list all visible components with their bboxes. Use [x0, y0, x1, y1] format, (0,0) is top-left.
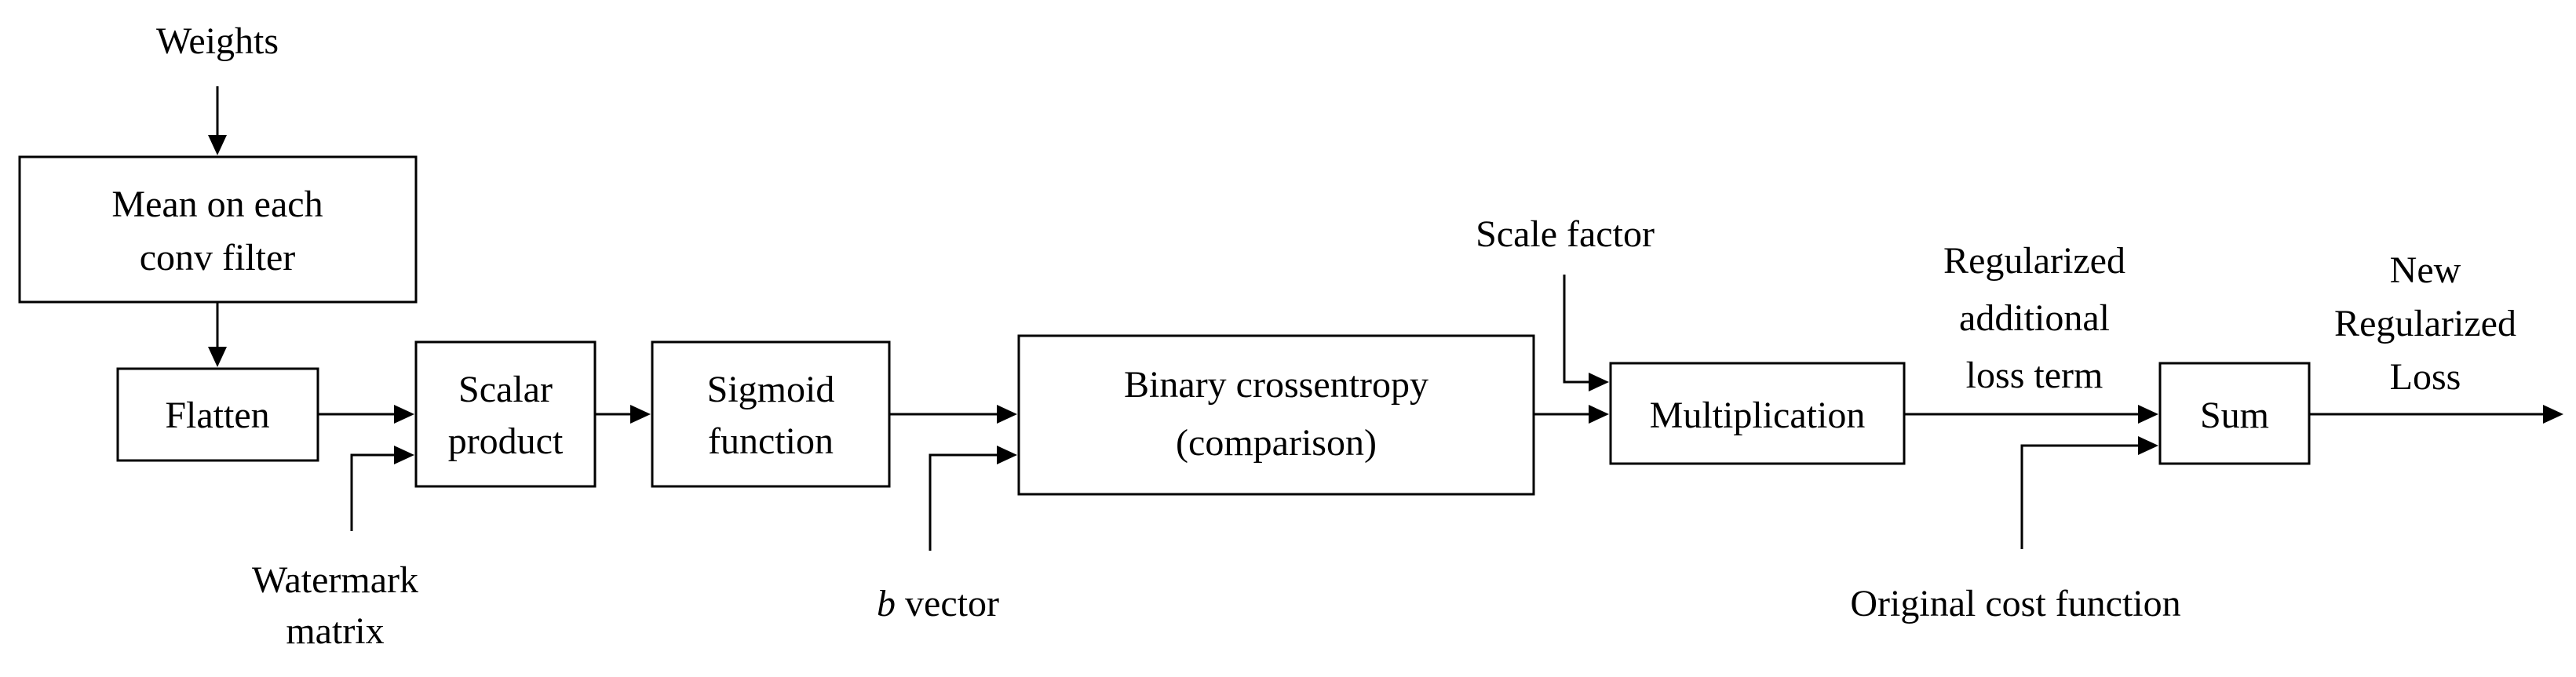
b-vector-label: b vector: [877, 583, 999, 624]
bce-label-line1: Binary crossentropy: [1124, 364, 1428, 406]
arrowhead-sum-to-output: [2543, 405, 2563, 424]
arrow-watermark-to-scalar: [350, 453, 394, 531]
flatten-label: Flatten: [165, 395, 269, 436]
mean-label-line2: conv filter: [140, 237, 296, 278]
new-loss-label-line2: Regularized: [2334, 303, 2516, 344]
arrowhead-mean-to-flatten: [208, 347, 227, 367]
sum-label: Sum: [2200, 395, 2269, 436]
reg-term-label-line3: loss term: [1966, 355, 2103, 396]
bce-label-line2: (comparison): [1176, 422, 1377, 464]
sigmoid-label-line2: function: [708, 420, 834, 462]
arrow-bvector-to-bce: [929, 453, 997, 551]
arrowhead-scalefactor-to-multiplication: [1589, 373, 1609, 391]
arrowhead-multiplication-to-sum: [2138, 405, 2158, 424]
arrowhead-originalcost-to-sum: [2138, 436, 2158, 455]
mean-box: [18, 155, 418, 304]
sigmoid-box: [651, 340, 891, 488]
b-vector-italic: b: [877, 583, 896, 624]
b-vector-rest: vector: [896, 583, 999, 624]
weights-label: Weights: [156, 20, 279, 62]
watermark-label-line2: matrix: [286, 610, 384, 652]
bce-box: [1017, 334, 1535, 496]
scalar-label-line1: Scalar: [458, 369, 553, 410]
arrowhead-watermark-to-scalar: [394, 446, 414, 464]
original-cost-label: Original cost function: [1850, 583, 2180, 624]
arrow-scalefactor-to-multiplication: [1563, 275, 1589, 384]
arrowhead-weights-to-mean: [208, 135, 227, 155]
flatten-box: [116, 367, 319, 462]
new-loss-label-line1: New: [2390, 249, 2461, 291]
arrowhead-bvector-to-bce: [997, 446, 1017, 464]
sigmoid-label-line1: Sigmoid: [707, 369, 835, 410]
scalar-product-box: [414, 340, 597, 488]
scale-factor-label: Scale factor: [1476, 213, 1655, 255]
multiplication-label: Multiplication: [1650, 395, 1866, 436]
arrowhead-sigmoid-to-bce: [997, 405, 1017, 424]
arrowhead-bce-to-multiplication: [1589, 405, 1609, 424]
reg-term-label-line1: Regularized: [1943, 240, 2125, 282]
sum-box: [2158, 362, 2311, 465]
mean-label-line1: Mean on each: [111, 184, 323, 225]
multiplication-box: [1609, 362, 1906, 465]
arrow-originalcost-to-sum: [2020, 444, 2138, 549]
reg-term-label-line2: additional: [1959, 297, 2110, 339]
watermark-label-line1: Watermark: [252, 559, 418, 601]
new-loss-label-line3: Loss: [2390, 356, 2461, 398]
scalar-label-line2: product: [448, 420, 564, 462]
arrowhead-scalar-to-sigmoid: [630, 405, 651, 424]
arrowhead-flatten-to-scalar: [394, 405, 414, 424]
